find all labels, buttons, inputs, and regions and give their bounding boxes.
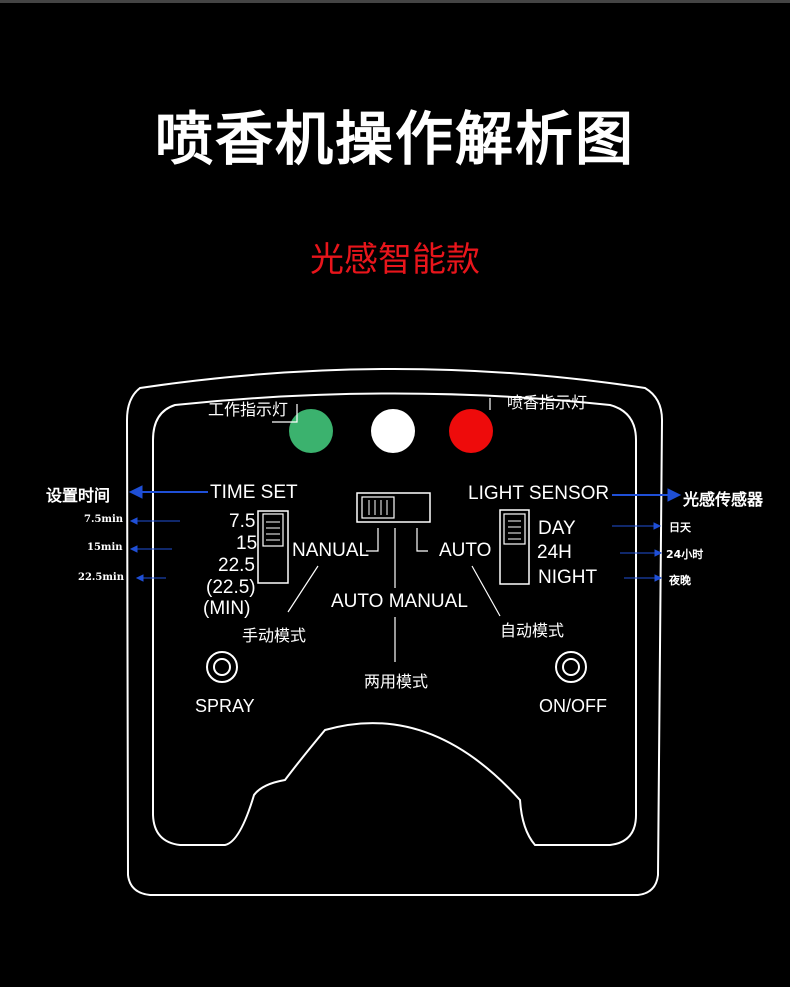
spray-button-inner [213, 658, 231, 676]
sensor-option-night: NIGHT [538, 567, 598, 588]
red-indicator-light [449, 409, 493, 453]
auto-leader [416, 528, 428, 552]
device-outer-outline [125, 368, 664, 896]
device-inner-panel [152, 392, 637, 846]
spray-button-label: SPRAY [195, 696, 255, 716]
manual-mode-label: 手动模式 [242, 626, 307, 645]
top-divider [0, 0, 790, 3]
page-subtitle: 光感智能款 [310, 240, 480, 280]
side-label-day: 日天 [669, 521, 691, 534]
auto-manual-label: AUTO MANUAL [331, 591, 468, 612]
side-label-15min: 15min [87, 542, 123, 553]
dual-mode-label: 两用模式 [364, 672, 429, 691]
mode-switch-knob [361, 496, 395, 519]
auto-mode-leader [471, 565, 501, 617]
side-label-22-5min: 22.5min [78, 572, 125, 583]
onoff-button-inner [562, 658, 580, 676]
page-title: 喷香机操作解析图 [154, 105, 635, 173]
onoff-button-label: ON/OFF [539, 696, 607, 716]
white-indicator-light [371, 409, 415, 453]
nanual-leader [366, 528, 379, 552]
auto-label: AUTO [439, 540, 492, 561]
time-unit-min: (MIN) [203, 598, 251, 619]
time-option-22-5: 22.5 [218, 555, 255, 576]
side-label-7-5min: 7.5min [84, 514, 124, 525]
light-sensor-callout: 光感传感器 [683, 490, 764, 509]
time-set-callout: 设置时间 [46, 486, 111, 505]
side-label-night: 夜晚 [669, 574, 691, 587]
sensor-option-24h: 24H [537, 542, 572, 563]
spray-light-label: 喷香指示灯 [507, 393, 588, 412]
time-option-7-5: 7.5 [229, 511, 256, 532]
manual-mode-leader [287, 565, 319, 613]
side-label-24h: 24小时 [666, 548, 704, 561]
time-set-label: TIME SET [210, 482, 298, 503]
green-indicator-light [289, 409, 333, 453]
work-light-label: 工作指示灯 [208, 400, 289, 419]
onoff-button-outer [555, 651, 587, 683]
sensor-option-day: DAY [538, 518, 576, 539]
time-set-switch-knob [262, 513, 284, 547]
time-option-22-5-paren: (22.5) [206, 577, 256, 598]
time-option-15: 15 [236, 533, 258, 554]
nanual-label: NANUAL [292, 540, 370, 561]
light-sensor-label: LIGHT SENSOR [468, 483, 610, 504]
spray-button-outer [206, 651, 238, 683]
work-light-leader [272, 404, 298, 423]
auto-mode-label: 自动模式 [500, 621, 565, 640]
